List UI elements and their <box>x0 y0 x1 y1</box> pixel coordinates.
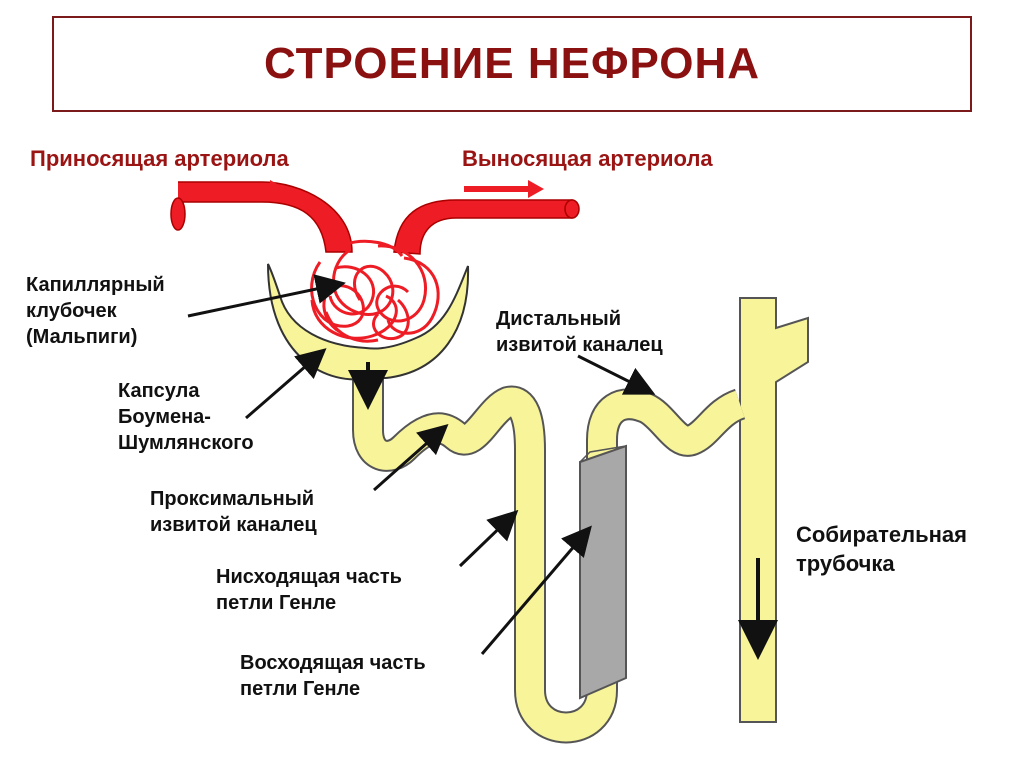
label-ascending-limb: Восходящая часть петли Генле <box>240 652 426 700</box>
page-title: СТРОЕНИЕ НЕФРОНА <box>263 39 761 88</box>
label-descending-limb: Нисходящая часть петли Генле <box>216 566 402 614</box>
efferent-flow-arrow <box>464 180 544 198</box>
label-glomerulus: Капиллярный клубочек (Мальпиги) <box>26 274 165 348</box>
collecting-duct <box>738 297 809 723</box>
pointer-lines <box>187 274 656 655</box>
ascending-limb <box>579 444 627 700</box>
arterioles <box>170 180 580 255</box>
pointer-distal <box>577 354 656 395</box>
label-afferent-arteriole: Приносящая артериола <box>30 146 289 171</box>
pointer-glomerulus <box>187 274 346 318</box>
pointer-proximal <box>373 424 449 492</box>
label-efferent-arteriole: Выносящая артериола <box>462 146 713 171</box>
label-distal-tubule: Дистальный извитой каналец <box>496 308 663 356</box>
label-proximal-tubule: Проксимальный извитой каналец <box>150 488 317 536</box>
label-capsule: Капсула Боумена- Шумлянского <box>118 380 254 454</box>
pointer-descending <box>458 509 519 568</box>
pointer-ascending <box>480 525 592 655</box>
glomerulus-tuft <box>310 239 440 343</box>
afferent-flow-arrow <box>206 180 286 198</box>
label-collecting-duct: Собирательная трубочка <box>796 522 967 576</box>
pointer-capsule <box>245 348 327 420</box>
title-box: СТРОЕНИЕ НЕФРОНА <box>52 16 972 112</box>
